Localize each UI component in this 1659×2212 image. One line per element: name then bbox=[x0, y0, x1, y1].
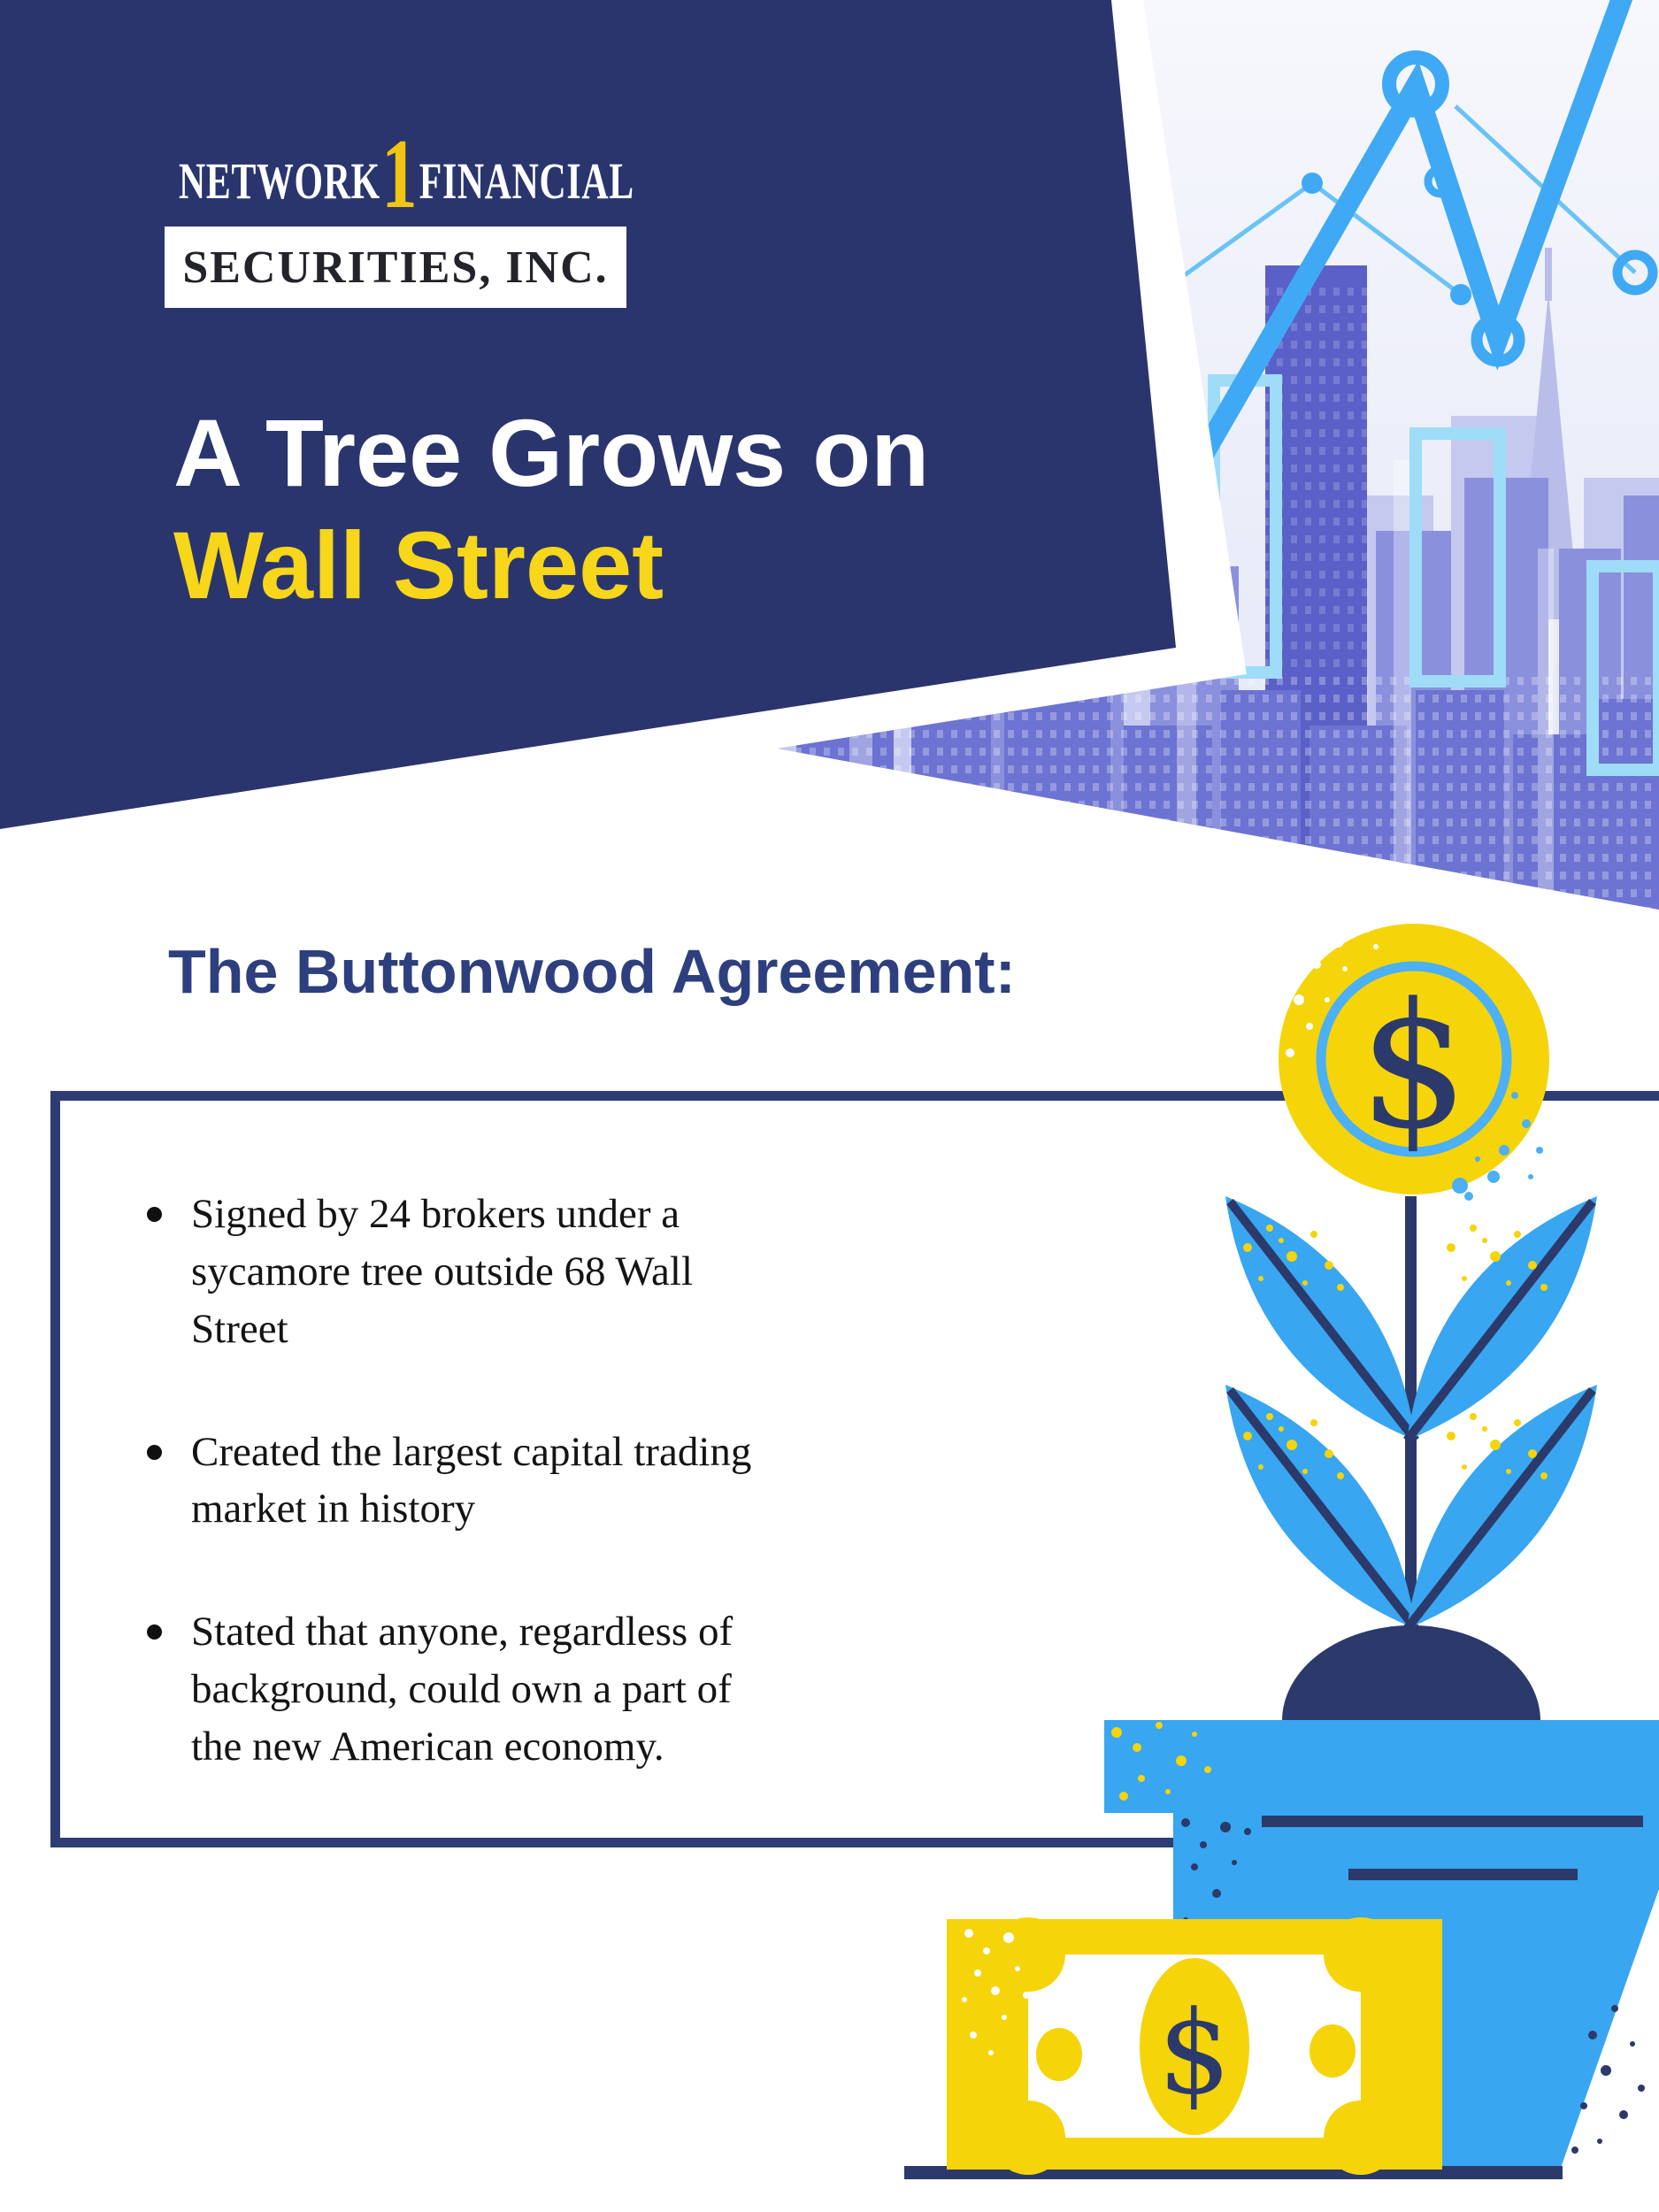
bullet-box bbox=[50, 1091, 1659, 1847]
page-title: A Tree Grows on Wall Street bbox=[173, 396, 929, 622]
pot-speckles-navy bbox=[1181, 1818, 1645, 2154]
title-line2: Wall Street bbox=[173, 511, 664, 619]
list-item: Signed by 24 brokers under a sycamore tr… bbox=[133, 1186, 752, 1358]
logo-part1: NETWORK bbox=[179, 152, 380, 210]
logo-subtitle: SECURITIES, INC. bbox=[182, 242, 609, 293]
title-line1: A Tree Grows on bbox=[173, 399, 930, 506]
bill-speckles-white bbox=[962, 1929, 1030, 2055]
logo-subtitle-strip: SECURITIES, INC. bbox=[165, 227, 626, 308]
coin-speckles-white bbox=[1286, 926, 1379, 1057]
bullet-list: Signed by 24 brokers under a sycamore tr… bbox=[133, 1186, 752, 1841]
list-item: Stated that anyone, regardless of backgr… bbox=[133, 1603, 752, 1776]
section-heading: The Buttonwood Agreement: bbox=[168, 937, 1016, 1006]
line-chart-icon bbox=[1120, 0, 1658, 537]
money-bill-icon: $ bbox=[947, 1917, 1442, 2175]
logo-number-one: 1 bbox=[381, 119, 419, 229]
dollar-sign: $ bbox=[1158, 1985, 1232, 2120]
floor-line bbox=[904, 2166, 1563, 2179]
list-item: Created the largest capital trading mark… bbox=[133, 1424, 752, 1539]
logo-part2: FINANCIAL bbox=[419, 152, 634, 210]
